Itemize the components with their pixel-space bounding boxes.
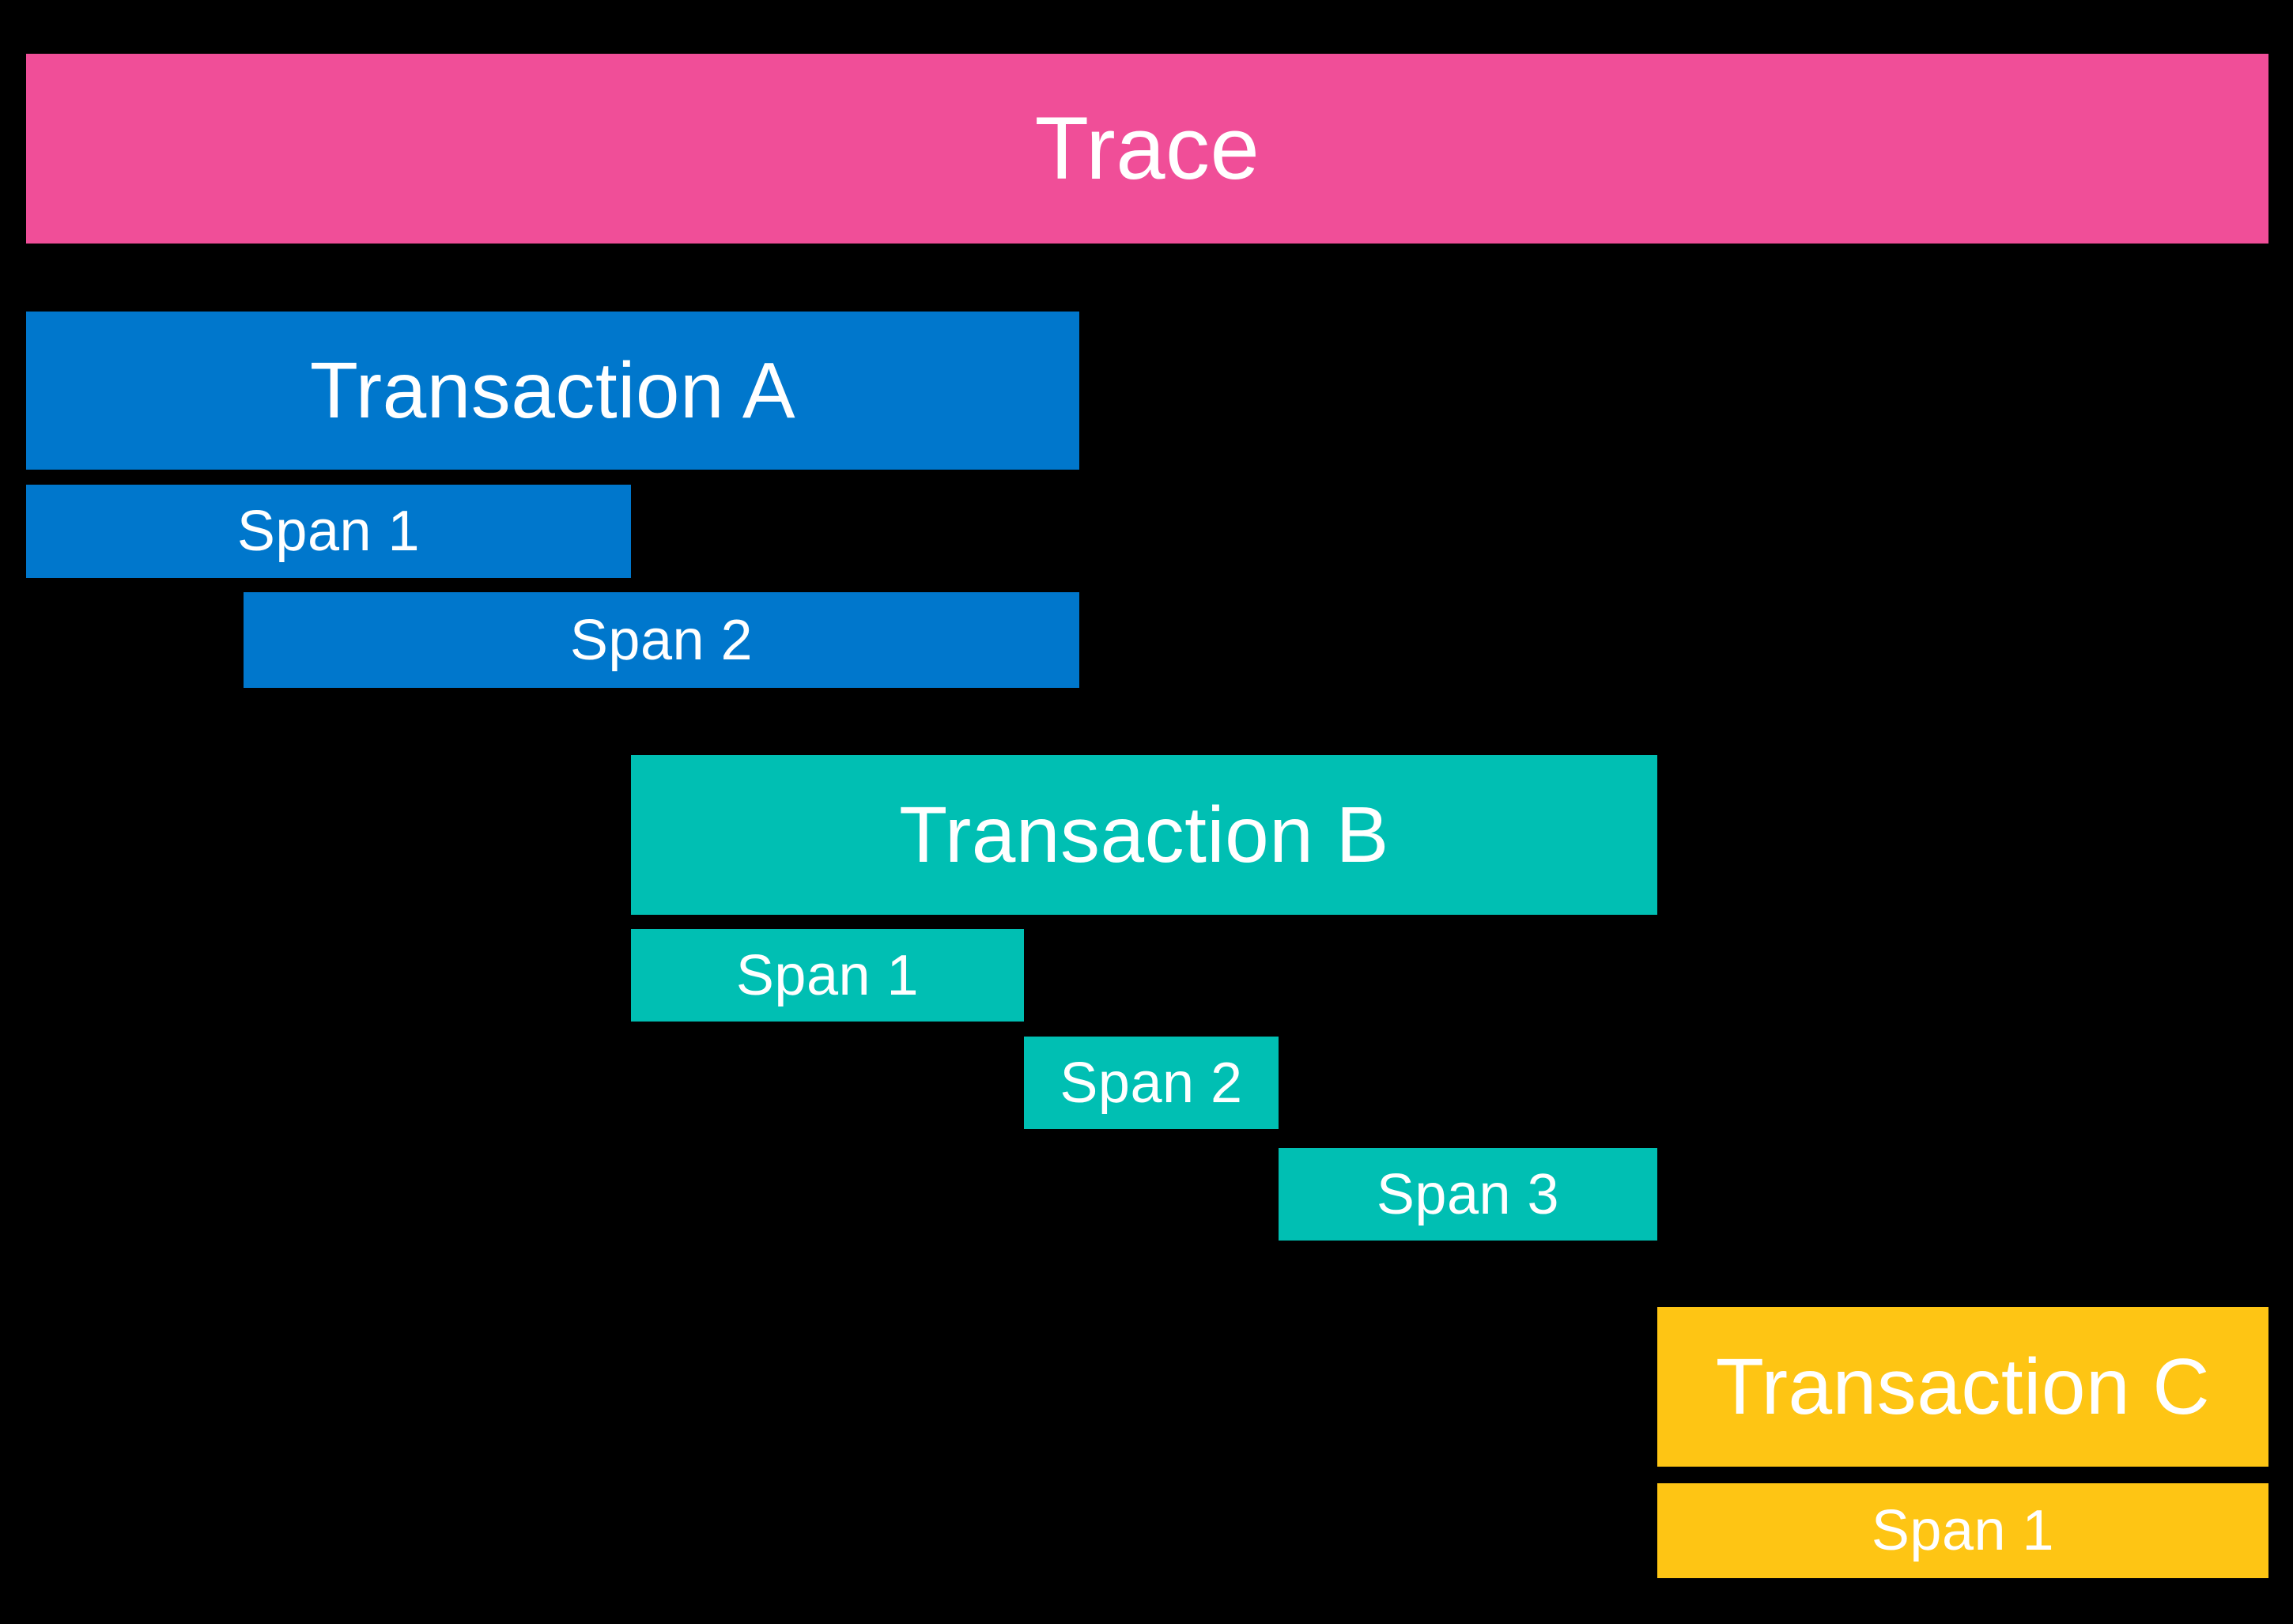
trace-bar: Trace: [26, 54, 2268, 244]
transaction-c-bar: Transaction C: [1657, 1307, 2268, 1467]
transaction-a-span-2-bar: Span 2: [244, 592, 1079, 688]
transaction-a-bar: Transaction A: [26, 312, 1079, 470]
transaction-b-span-3-label: Span 3: [1376, 1162, 1560, 1226]
transaction-b-span-2-label: Span 2: [1060, 1051, 1243, 1115]
transaction-b-bar: Transaction B: [631, 755, 1657, 915]
transaction-b-span-1-label: Span 1: [735, 943, 920, 1007]
transaction-a-label: Transaction A: [309, 346, 796, 435]
transaction-a-span-1-label: Span 1: [236, 500, 421, 563]
transaction-c-span-1-label: Span 1: [1871, 1499, 2055, 1562]
trace-label: Trace: [1034, 99, 1260, 198]
transaction-b-label: Transaction B: [899, 791, 1389, 879]
transaction-c-label: Transaction C: [1715, 1343, 2211, 1431]
transaction-c-span-1-bar: Span 1: [1657, 1483, 2268, 1578]
transaction-b-span-3-bar: Span 3: [1279, 1148, 1657, 1241]
transaction-b-span-1-bar: Span 1: [631, 929, 1024, 1022]
transaction-a-span-1-bar: Span 1: [26, 485, 631, 578]
transaction-b-span-2-bar: Span 2: [1024, 1037, 1279, 1129]
transaction-a-span-2-label: Span 2: [569, 608, 754, 672]
